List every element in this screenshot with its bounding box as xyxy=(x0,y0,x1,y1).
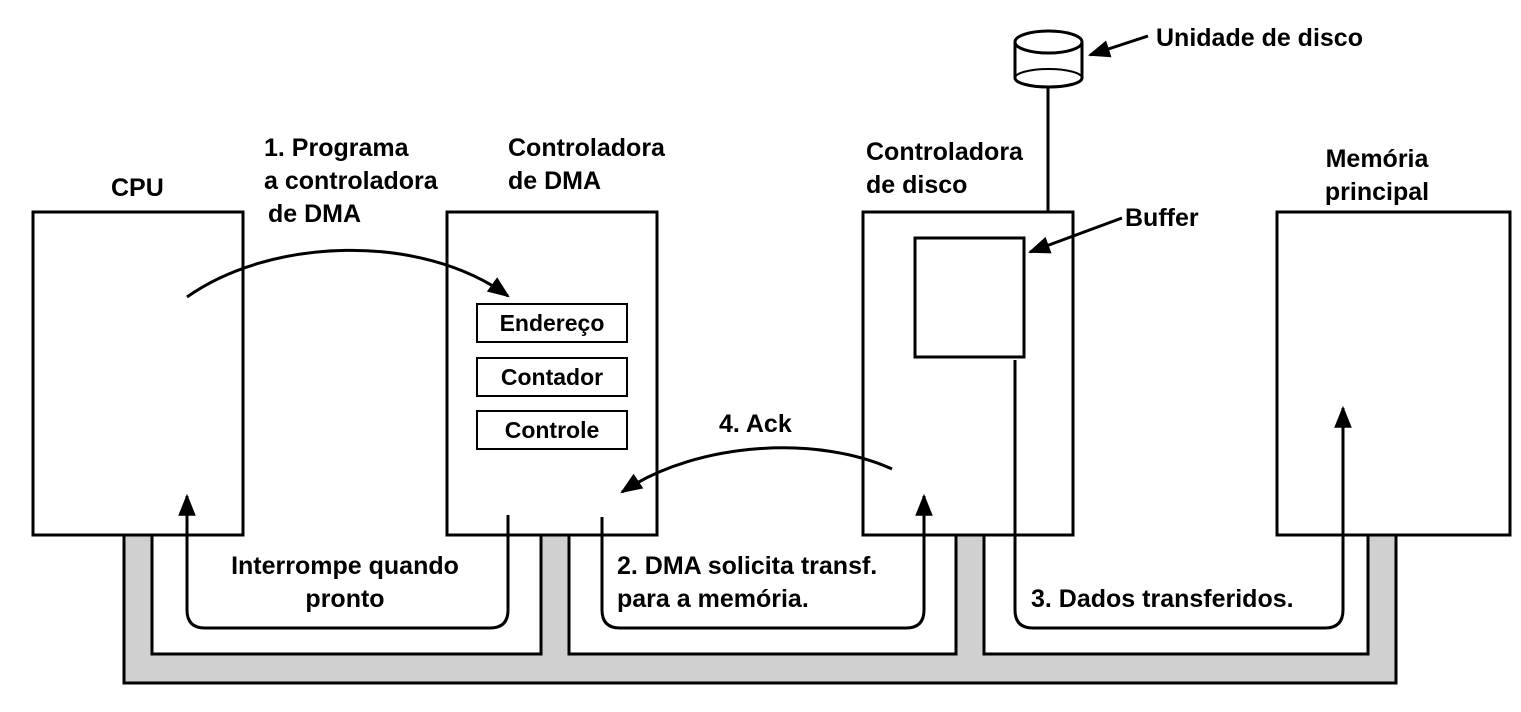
dma-controller-label-line1: Controladora xyxy=(508,134,665,162)
disk-controller-label-line2: de disco xyxy=(866,171,968,199)
interrupt-line1: Interrompe quando xyxy=(231,552,459,580)
disk-drive-icon xyxy=(1013,29,1084,89)
register-control: Controle xyxy=(476,410,628,450)
step1-line1: 1. Programa xyxy=(264,134,409,162)
disk-drive-label: Unidade de disco xyxy=(1156,24,1363,52)
main-memory-label-line2: principal xyxy=(1324,178,1430,206)
interrupt-arrow xyxy=(178,493,510,630)
step2-arrow xyxy=(600,493,933,630)
buffer-label: Buffer xyxy=(1125,204,1199,232)
step2-line2: para a memória. xyxy=(617,585,809,613)
step1-line2: a controladora xyxy=(264,167,438,195)
step1-label: 1. Programa a controladora de DMA xyxy=(264,132,438,231)
step3-label: 3. Dados transferidos. xyxy=(1031,585,1294,613)
main-memory-label-line1: Memória xyxy=(1325,145,1429,173)
disk-controller-label: Controladora de disco xyxy=(866,136,1023,202)
main-memory-box xyxy=(1275,210,1512,537)
dma-controller-label-line2: de DMA xyxy=(508,167,602,195)
step1-arrow xyxy=(186,248,510,299)
cpu-box xyxy=(31,210,245,537)
register-counter: Contador xyxy=(476,357,628,397)
interrupt-line2: pronto xyxy=(305,585,385,613)
buffer-box xyxy=(913,236,1026,359)
step2-label: 2. DMA solicita transf. para a memória. xyxy=(617,550,877,616)
step2-line1: 2. DMA solicita transf. xyxy=(617,552,878,580)
register-address: Endereço xyxy=(476,303,628,343)
step3-arrow xyxy=(1013,360,1352,630)
dma-controller-label: Controladora de DMA xyxy=(508,132,665,198)
buffer-label-arrow xyxy=(1027,216,1123,254)
step4-label: 4. Ack xyxy=(719,410,792,438)
disk-label-arrow xyxy=(1087,34,1149,58)
step1-line3: de DMA xyxy=(268,200,362,228)
disk-controller-label-line1: Controladora xyxy=(866,138,1023,166)
cpu-label: CPU xyxy=(111,174,164,202)
interrupt-label: Interrompe quando pronto xyxy=(205,550,485,616)
step4-arrow xyxy=(620,446,893,494)
main-memory-label: Memória principal xyxy=(1312,143,1442,209)
